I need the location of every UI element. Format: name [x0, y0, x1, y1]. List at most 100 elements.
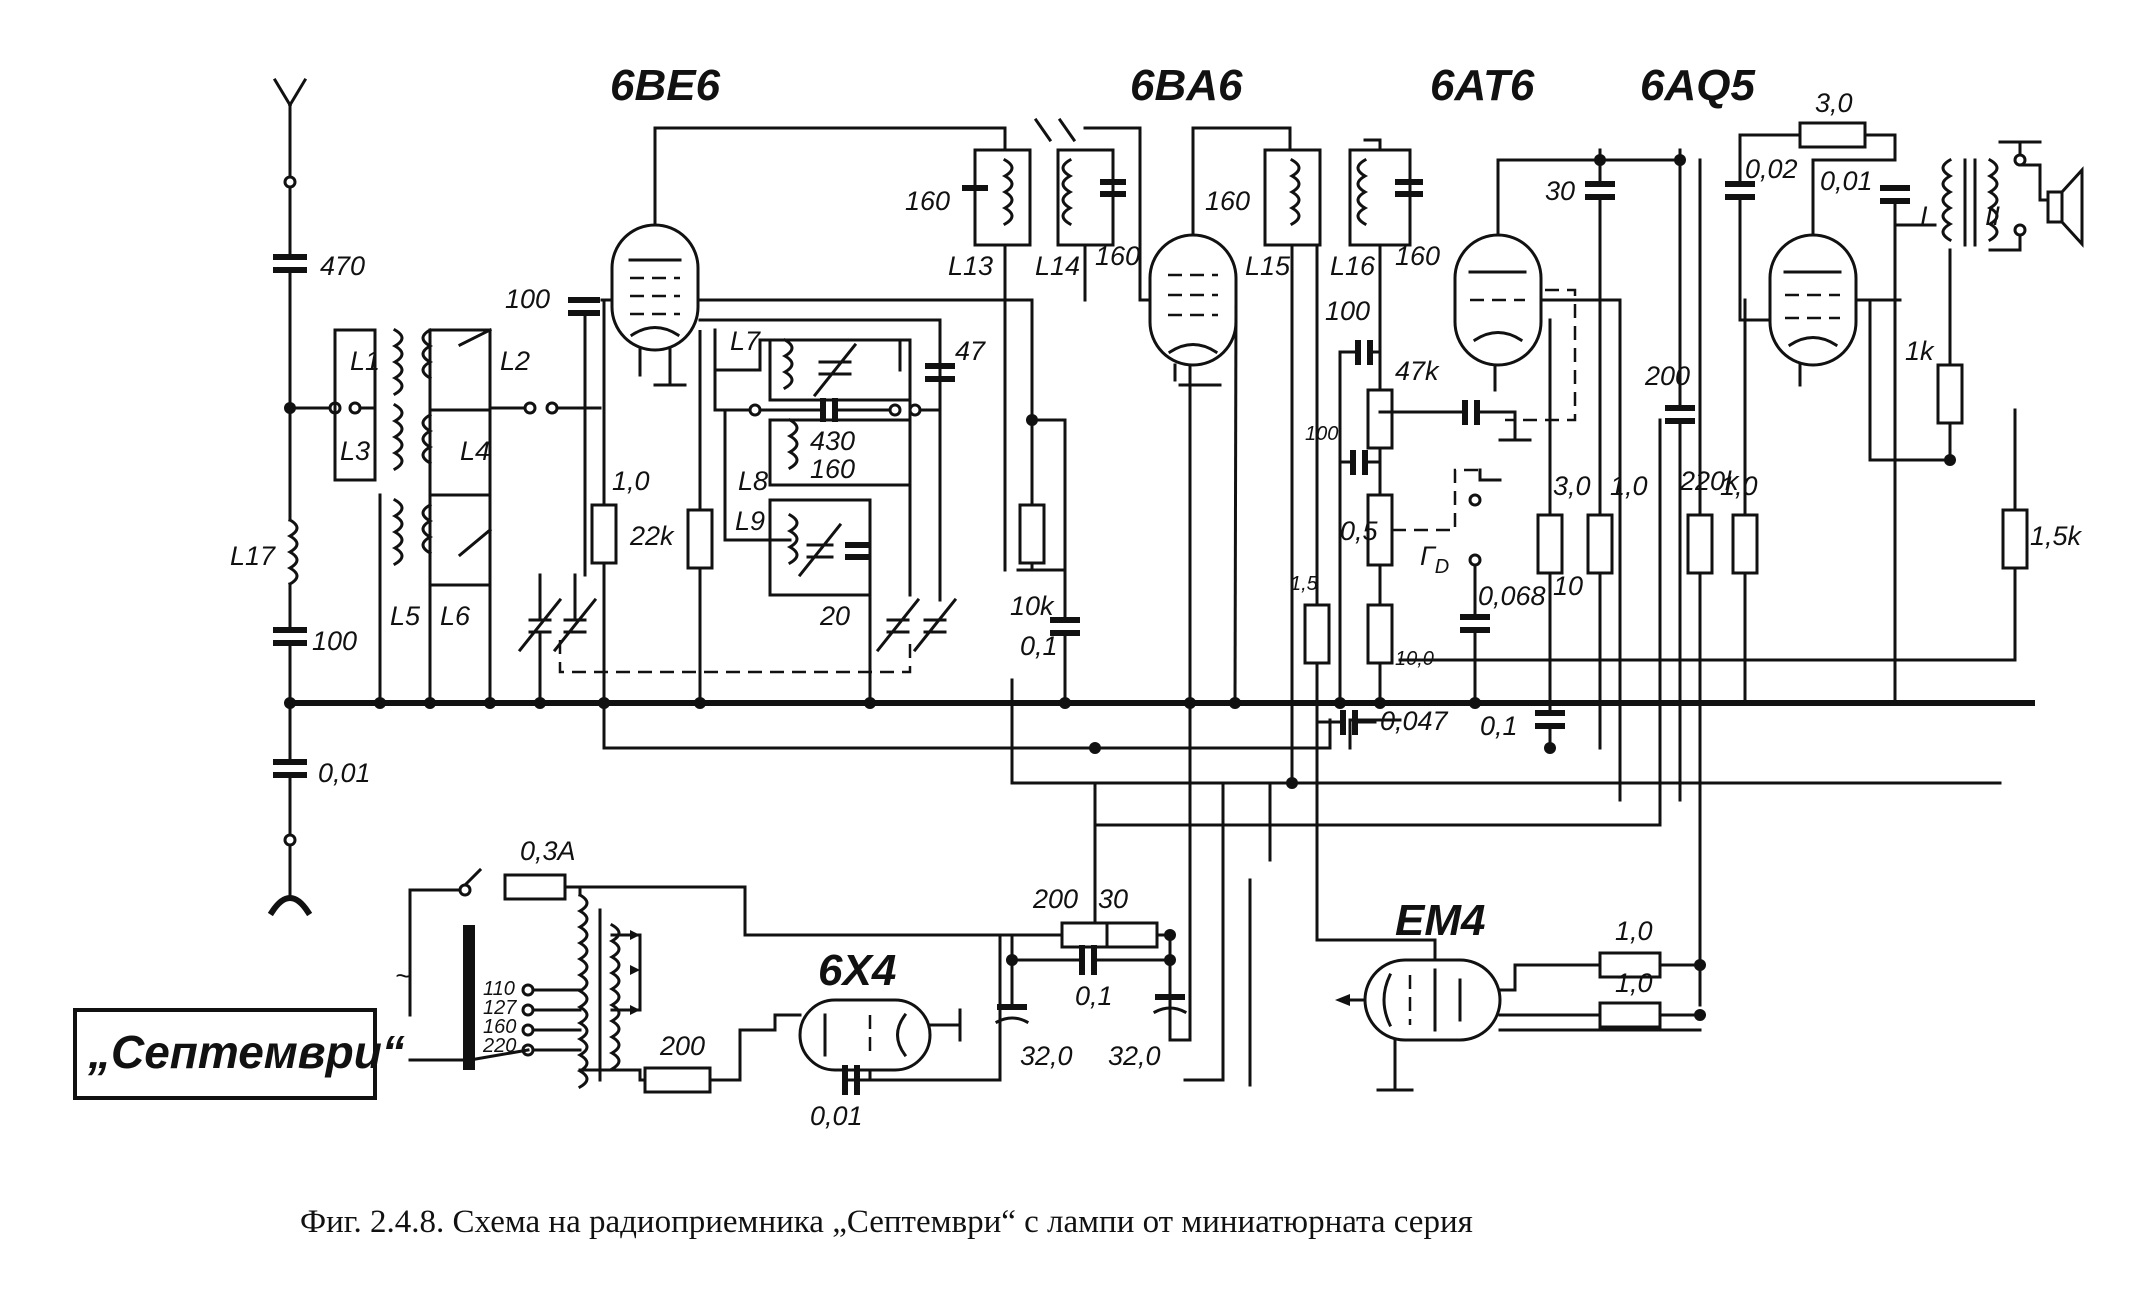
- label-c-160-if1a: 160: [905, 186, 950, 216]
- label-r-200-heater: 200: [659, 1031, 705, 1061]
- label-r-200-filter: 200: [1032, 884, 1078, 914]
- capacitor-100-ant: [273, 627, 307, 646]
- label-c-100-det: 100: [1325, 296, 1370, 326]
- label-v110: 110: [483, 978, 515, 1000]
- label-c-160-osc: 160: [810, 454, 855, 484]
- label-c-160-if1b: 160: [1095, 241, 1140, 271]
- label-pot-05: 0,5: [1340, 516, 1379, 546]
- if-transformer-2: 160 L15 L16 160: [1205, 138, 1440, 789]
- label-gd: ГD: [1420, 541, 1449, 578]
- tube-label-6be6: 6BE6: [610, 61, 721, 110]
- brand-label-text: „Септемврu“: [87, 1026, 405, 1078]
- detector-network: 100 47k 100 0,5 ГD 0,068 10,0 1,5: [1290, 243, 1546, 902]
- label-c-30: 30: [1545, 176, 1575, 206]
- tube-em4: EM4 1,0 1,0: [1315, 896, 1706, 1092]
- label-L3: L3: [340, 436, 370, 466]
- label-r-30-filter: 30: [1098, 884, 1128, 914]
- tube-6be6: 6BE6: [610, 61, 1032, 387]
- coil-L17: [286, 517, 299, 587]
- label-r-1M-grid: 1,0: [612, 466, 650, 496]
- label-L9: L9: [735, 506, 765, 536]
- label-r-10k: 10k: [1010, 591, 1055, 621]
- antenna-icon: [272, 77, 308, 182]
- label-r-47k: 47k: [1395, 356, 1440, 386]
- label-c-0047: 0,047: [1380, 706, 1449, 736]
- label-L2: L2: [500, 346, 530, 376]
- label-L5: L5: [390, 601, 421, 631]
- capacitor-470: [273, 254, 307, 273]
- label-c-160-if2a: 160: [1205, 186, 1250, 216]
- label-tr-II: II: [1985, 201, 2001, 231]
- label-L4: L4: [460, 436, 490, 466]
- label-ac: ~: [395, 961, 411, 991]
- label-c-002: 0,02: [1745, 154, 1798, 184]
- antenna-section: 470 L17 100 0,01: [230, 77, 371, 917]
- agc-network: 10k 0,1: [1010, 298, 1101, 754]
- tuning-capacitor-gang: [517, 573, 958, 709]
- label-r-10a: 1,0: [1610, 471, 1648, 501]
- label-c-47: 47: [955, 336, 986, 366]
- label-c-01-filter: 0,1: [1075, 981, 1113, 1011]
- label-c-200: 200: [1644, 361, 1690, 391]
- label-c-20: 20: [819, 601, 850, 631]
- capacitor-001-ant: [273, 759, 307, 778]
- tube-6ba6: 6BA6: [1130, 61, 1292, 709]
- tube-label-6aq5: 6AQ5: [1640, 61, 1755, 110]
- label-c-32a: 32,0: [1020, 1041, 1073, 1071]
- output-transformer: I II: [1920, 140, 2052, 252]
- label-L15: L15: [1245, 251, 1291, 281]
- label-c-100-grid: 100: [505, 284, 550, 314]
- label-r-em-b: 1,0: [1615, 968, 1653, 998]
- label-c-001-ant: 0,01: [318, 758, 371, 788]
- figure-caption: Фиг. 2.4.8. Схема на радиоприемника „Сеп…: [300, 1204, 1473, 1240]
- label-c-01-agc: 0,1: [1020, 631, 1058, 661]
- label-L13: L13: [948, 251, 993, 281]
- label-v220: 220: [482, 1035, 516, 1057]
- label-c-001-rect: 0,01: [810, 1101, 863, 1131]
- label-r-15M: 1,5: [1290, 573, 1319, 595]
- label-r-220k: 220k: [1679, 466, 1740, 496]
- ground-terminal-icon: [267, 895, 313, 917]
- filter-network: 200 30 0,1 32,0 32,0: [994, 698, 1252, 1087]
- label-r-30M: 3,0: [1815, 88, 1853, 118]
- label-r-15k: 1,5k: [2030, 521, 2083, 551]
- label-L17: L17: [230, 541, 276, 571]
- label-c-160-if2b: 160: [1395, 241, 1440, 271]
- tube-label-6ba6: 6BA6: [1130, 61, 1243, 110]
- if-transformer-1: 160 L13 L14 160: [905, 117, 1162, 572]
- audio-coupling: 30 3,0 1,0 10 200 220k 1,0: [1536, 148, 1759, 1007]
- output-network: 0,02 3,0 0,01 1k 1,5k: [1398, 88, 2083, 705]
- label-L8: L8: [738, 466, 768, 496]
- tube-label-6x4: 6X4: [818, 946, 896, 995]
- label-c-100-det-b: 100: [1305, 423, 1338, 445]
- label-L14: L14: [1035, 251, 1080, 281]
- tube-6aq5: 6AQ5: [1640, 61, 1902, 387]
- label-r-1k: 1k: [1905, 336, 1935, 366]
- label-c-32b: 32,0: [1108, 1041, 1161, 1071]
- speaker-icon: [2046, 166, 2084, 248]
- decoupling-caps: 0,047 0,1: [1318, 701, 1565, 754]
- tube-6at6: 6AT6: [1430, 61, 1622, 802]
- label-c-430: 430: [810, 426, 855, 456]
- rectifier-6x4: 6X4 0,01: [773, 933, 1002, 1131]
- label-c-100-ant: 100: [312, 626, 357, 656]
- label-c-470: 470: [320, 251, 365, 281]
- label-L16: L16: [1330, 251, 1376, 281]
- label-fuse: 0,3A: [520, 836, 576, 866]
- label-c-01-dec: 0,1: [1480, 711, 1518, 741]
- tube-label-em4: EM4: [1395, 896, 1485, 945]
- input-coils: L1 L2 L3 L4 L5 L6: [288, 327, 602, 709]
- label-v127: 127: [483, 997, 517, 1019]
- power-supply: 0,3A ~ 110 127 160 220 200: [395, 836, 1002, 1094]
- label-v160: 160: [483, 1016, 516, 1038]
- label-r-em-a: 1,0: [1615, 916, 1653, 946]
- label-L7: L7: [730, 326, 761, 356]
- label-c-001-out: 0,01: [1820, 166, 1873, 196]
- oscillator-section: L7 430 160 L8 L9 20 47: [698, 318, 986, 709]
- brand-label: „Септемврu“: [73, 1008, 405, 1100]
- label-L6: L6: [440, 601, 471, 631]
- label-r-22k: 22k: [629, 521, 675, 551]
- label-c-0068: 0,068: [1478, 581, 1546, 611]
- label-r-10b: 10: [1553, 571, 1583, 601]
